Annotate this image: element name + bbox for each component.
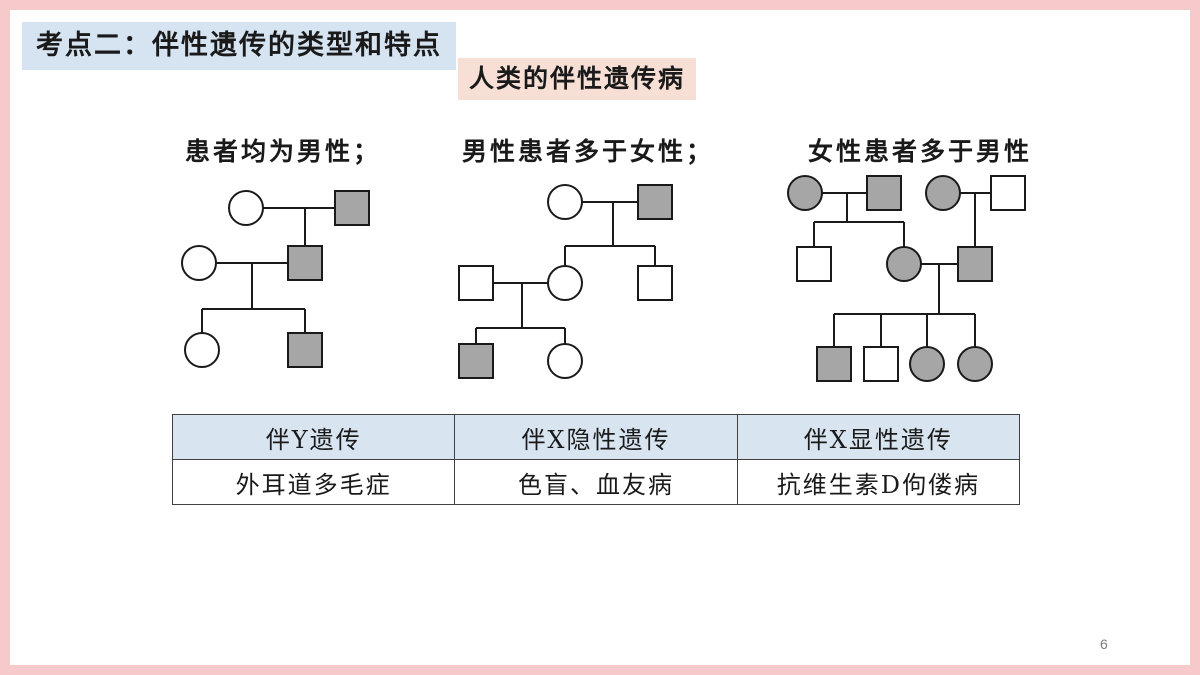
female-unaffected (228, 190, 264, 226)
pedigree-x-dominant (787, 175, 1026, 382)
header-x-recessive: 伴X隐性遗传 (454, 414, 738, 460)
female-affected (886, 246, 922, 282)
male-affected (957, 246, 993, 282)
header-x-dominant: 伴X显性遗传 (736, 414, 1021, 460)
caption-x-dominant: 女性患者多于男性 (808, 137, 1033, 166)
female-affected (925, 175, 961, 211)
table-header-row: 伴Y遗传 伴X隐性遗传 伴X显性遗传 (171, 414, 1021, 460)
example-x-dominant: 抗维生素D佝偻病 (736, 459, 1021, 505)
slide-title: 考点二：伴性遗传的类型和特点 (22, 22, 456, 70)
male-unaffected (637, 265, 673, 301)
header-y-linked: 伴Y遗传 (171, 414, 456, 460)
female-affected (787, 175, 823, 211)
pedigree-x-recessive (458, 184, 673, 379)
female-unaffected (547, 343, 583, 379)
inheritance-table: 伴Y遗传 伴X隐性遗传 伴X显性遗传 外耳道多毛症 色盲、血友病 抗维生素D佝偻… (171, 414, 1021, 505)
pedigree-diagrams (181, 175, 1026, 382)
caption-y-linked: 患者均为男性； (185, 137, 382, 166)
male-affected (287, 245, 323, 281)
section-subtitle: 人类的伴性遗传病 (458, 58, 697, 100)
caption-x-recessive: 男性患者多于女性； (462, 137, 715, 166)
slide: 考点二：伴性遗传的类型和特点 人类的伴性遗传病 患者均为男性； 男性患者多于女性… (10, 10, 1190, 665)
male-affected (637, 184, 673, 220)
example-x-recessive: 色盲、血友病 (454, 459, 738, 505)
table-row: 外耳道多毛症 色盲、血友病 抗维生素D佝偻病 (171, 459, 1021, 505)
female-unaffected (184, 332, 220, 368)
male-unaffected (990, 175, 1026, 211)
male-affected (334, 190, 370, 226)
male-affected (866, 175, 902, 211)
male-affected (287, 332, 323, 368)
page-number: 6 (1100, 636, 1108, 652)
male-affected (816, 346, 852, 382)
female-unaffected (181, 245, 217, 281)
pedigree-y-linked (181, 190, 370, 368)
female-unaffected (547, 265, 583, 301)
example-y-linked: 外耳道多毛症 (171, 459, 456, 505)
male-unaffected (863, 346, 899, 382)
female-affected (909, 346, 945, 382)
female-affected (957, 346, 993, 382)
male-unaffected (796, 246, 832, 282)
female-unaffected (547, 184, 583, 220)
male-affected (458, 343, 494, 379)
male-unaffected (458, 265, 494, 301)
